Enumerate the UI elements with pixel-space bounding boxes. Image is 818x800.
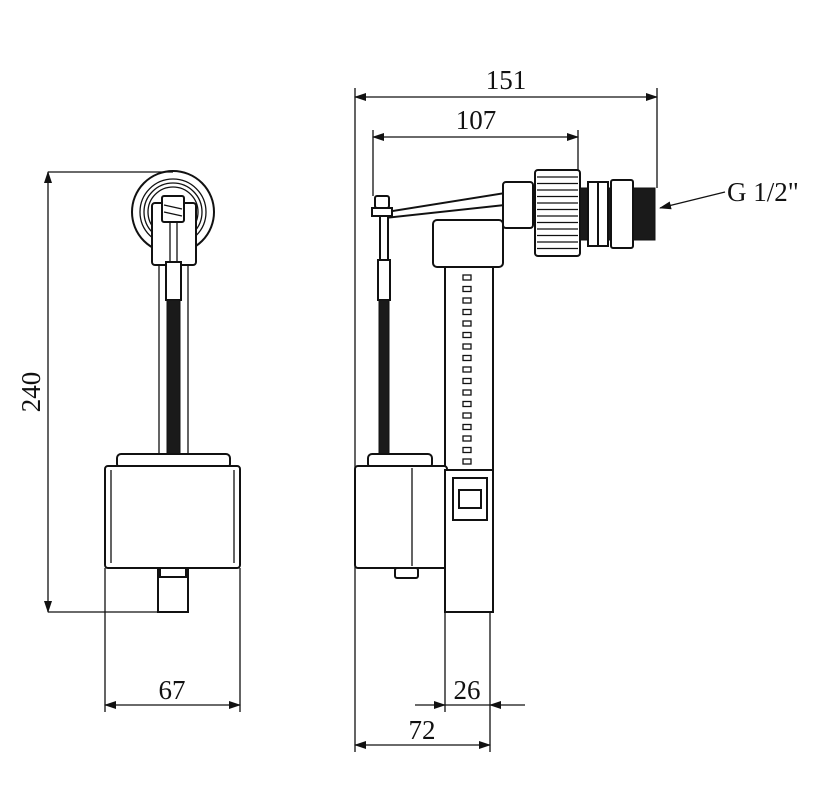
mount-nut: [610, 179, 634, 249]
valve-head: [432, 219, 504, 268]
dim-67: 67: [159, 675, 186, 705]
dim-107: 107: [456, 105, 497, 135]
column-slot: [462, 308, 472, 316]
dim-26: 26: [454, 675, 481, 705]
side-float-box: [354, 465, 448, 569]
lever-arm: [377, 191, 506, 220]
column-slot: [462, 423, 472, 431]
column-slot: [462, 377, 472, 385]
column-slot: [462, 274, 472, 281]
washer-1: [587, 181, 599, 247]
column-slot: [462, 331, 472, 339]
column-slot: [462, 285, 472, 293]
lever-screw: [374, 195, 390, 209]
side-threaded-rod: [378, 299, 390, 457]
dimensions: 240 67 151 107 26 72 G 1/2": [16, 65, 799, 752]
float-box: [104, 465, 241, 569]
side-view: [354, 169, 656, 613]
column-slot: [462, 343, 472, 350]
threaded-rod: [166, 299, 181, 457]
column-slot: [462, 435, 472, 442]
rod-sleeve: [165, 261, 182, 301]
dim-151: 151: [486, 65, 527, 95]
column-slot: [462, 320, 472, 327]
column-slot: [462, 458, 472, 465]
column-slots: [462, 274, 472, 465]
connector: [502, 181, 534, 229]
front-view: [104, 170, 241, 613]
column-slot: [462, 412, 472, 419]
column-slot: [462, 400, 472, 408]
column-slot: [462, 446, 472, 454]
column-slot: [462, 297, 472, 304]
column-slot: [462, 389, 472, 396]
column-slot: [462, 354, 472, 362]
dim-240: 240: [16, 372, 46, 413]
thread-label: G 1/2": [727, 177, 799, 207]
side-rod-sleeve: [377, 259, 391, 301]
column-slot: [462, 366, 472, 373]
nut-ridges: [537, 176, 578, 250]
dim-72: 72: [409, 715, 436, 745]
washer-2: [597, 181, 609, 247]
